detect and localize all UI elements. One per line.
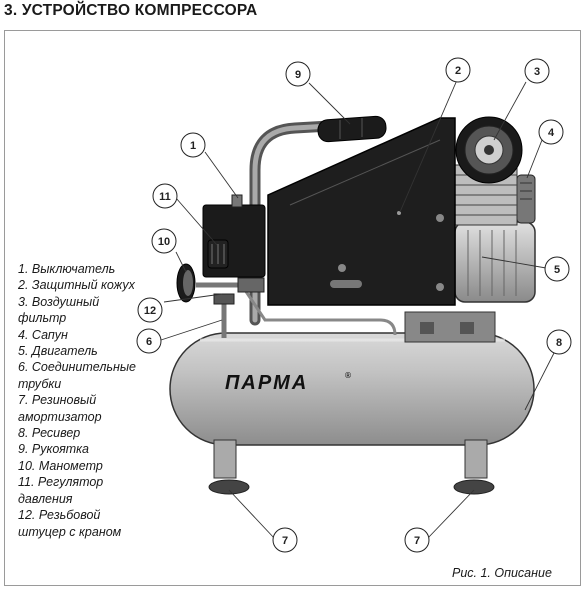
svg-text:7: 7 xyxy=(414,535,420,547)
svg-text:12: 12 xyxy=(144,305,156,317)
callouts: 1 2 3 4 5 6 7 7 8 9 10 11 12 xyxy=(136,57,572,553)
legend-item-2: 2. Защитный кожух xyxy=(18,278,135,293)
callout-1: 1 xyxy=(180,132,206,158)
section-heading: 3. УСТРОЙСТВО КОМПРЕССОРА xyxy=(4,2,258,19)
air-filter xyxy=(455,116,523,184)
svg-text:9: 9 xyxy=(295,69,301,81)
svg-text:®: ® xyxy=(344,371,352,380)
legend-item-10: 10. Манометр xyxy=(18,458,103,473)
callout-4: 4 xyxy=(538,119,564,145)
svg-text:1: 1 xyxy=(190,140,196,152)
legend-item-12: 12. Резьбовой штуцер с краном xyxy=(18,508,122,539)
legend-item-5: 5. Двигатель xyxy=(18,344,98,359)
callout-6: 6 xyxy=(136,328,162,354)
breather xyxy=(516,174,536,224)
svg-text:5: 5 xyxy=(554,264,560,276)
legend-item-7: 7. Резиновый амортизатор xyxy=(18,393,102,424)
svg-text:6: 6 xyxy=(146,336,152,348)
tank-feet xyxy=(208,439,495,495)
pump-mount xyxy=(404,311,496,343)
callout-10: 10 xyxy=(151,228,177,254)
svg-text:2: 2 xyxy=(455,65,461,77)
figure-caption: Рис. 1. Описание xyxy=(452,566,552,580)
svg-text:11: 11 xyxy=(159,191,171,203)
callout-5: 5 xyxy=(544,256,570,282)
callout-8: 8 xyxy=(546,329,572,355)
legend-item-1: 1. Выключатель xyxy=(18,262,116,276)
legend-item-3: 3. Воздушный фильтр xyxy=(18,294,100,326)
manometer xyxy=(176,263,196,303)
callout-2: 2 xyxy=(445,57,471,83)
svg-text:4: 4 xyxy=(548,127,555,139)
receiver-tank xyxy=(169,332,535,446)
svg-text:8: 8 xyxy=(556,337,562,349)
callout-12: 12 xyxy=(137,297,163,323)
callout-9: 9 xyxy=(285,61,311,87)
brand-logo: ПАРМА xyxy=(225,372,308,394)
callout-7-right: 7 xyxy=(404,527,430,553)
motor xyxy=(454,221,536,303)
svg-text:3: 3 xyxy=(534,66,540,78)
leader-lines xyxy=(160,79,555,540)
callout-7-left: 7 xyxy=(272,527,298,553)
parts-legend: 1. Выключатель 2. Защитный кожух 3. Возд… xyxy=(18,261,168,540)
svg-text:7: 7 xyxy=(282,535,288,547)
legend-item-4: 4. Сапун xyxy=(18,327,68,342)
figure-frame xyxy=(4,30,581,586)
legend-item-9: 9. Рукоятка xyxy=(18,442,90,457)
legend-item-6: 6. Соединительные трубки xyxy=(18,360,136,391)
legend-item-8: 8. Ресивер xyxy=(18,426,81,441)
pressure-regulator xyxy=(207,239,229,269)
callout-11: 11 xyxy=(152,183,178,209)
protective-cover xyxy=(267,117,456,306)
tubes xyxy=(196,277,397,338)
callout-3: 3 xyxy=(524,58,550,84)
svg-text:10: 10 xyxy=(158,236,170,248)
legend-item-11: 11. Регулятор давления xyxy=(18,475,104,506)
handle xyxy=(249,115,387,326)
